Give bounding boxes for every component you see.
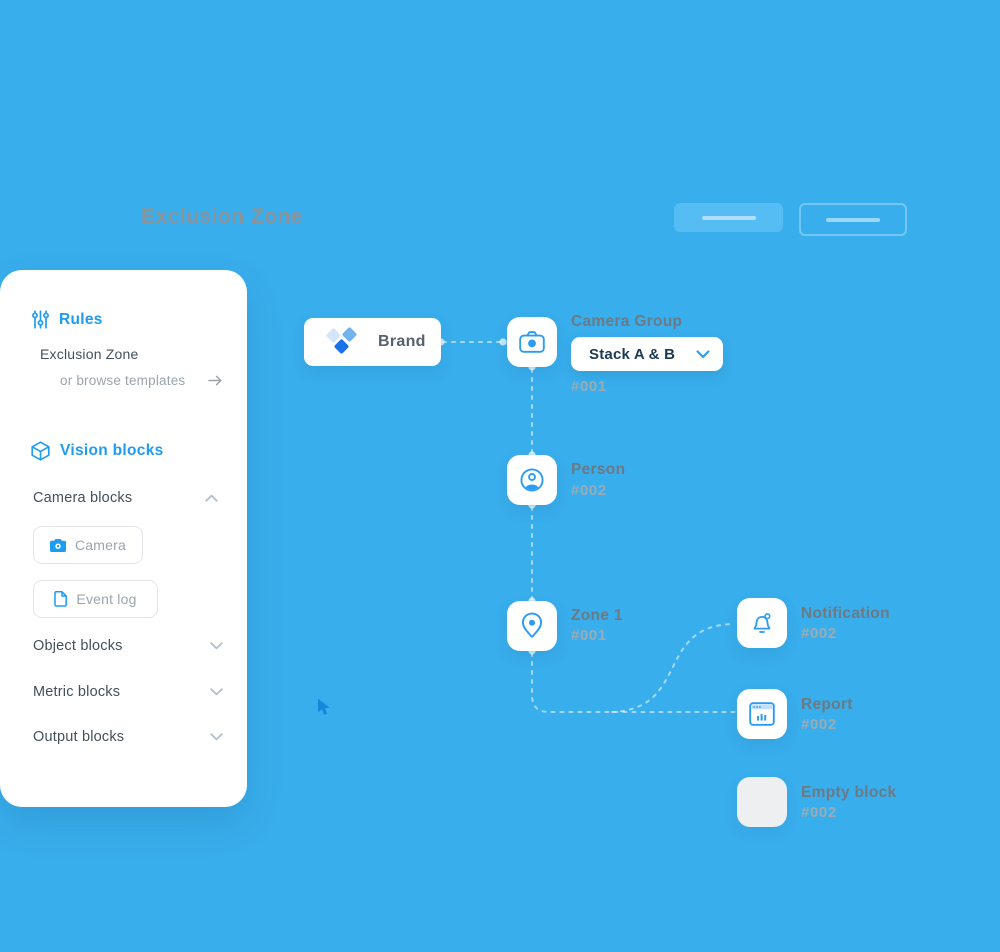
map-pin-icon bbox=[521, 612, 543, 638]
chevron-down-icon[interactable] bbox=[210, 642, 223, 650]
current-rule-name: Exclusion Zone bbox=[40, 346, 139, 362]
chevron-down-icon[interactable] bbox=[210, 733, 223, 741]
rules-label: Rules bbox=[59, 310, 103, 328]
camera-group-select[interactable]: Stack A & B bbox=[571, 337, 723, 371]
node-title-empty: Empty block bbox=[801, 784, 897, 801]
node-tag-person: #002 bbox=[571, 482, 607, 499]
report-chart-icon bbox=[749, 702, 775, 726]
vision-blocks-header: Vision blocks bbox=[31, 441, 164, 461]
header-primary-button[interactable] bbox=[674, 203, 783, 232]
mouse-cursor-icon bbox=[318, 698, 330, 715]
section-metric-blocks[interactable]: Metric blocks bbox=[33, 684, 223, 700]
section-label: Output blocks bbox=[33, 729, 125, 745]
vision-blocks-label: Vision blocks bbox=[60, 442, 164, 459]
chevron-down-icon[interactable] bbox=[210, 688, 223, 696]
camera-icon bbox=[50, 538, 66, 552]
node-tag-report: #002 bbox=[801, 716, 837, 733]
section-label: Camera blocks bbox=[33, 490, 133, 506]
section-camera-blocks[interactable]: Camera blocks bbox=[33, 490, 218, 506]
file-icon bbox=[54, 591, 68, 607]
node-empty-block[interactable] bbox=[737, 777, 787, 827]
page-title: Exclusion Zone bbox=[141, 205, 304, 228]
node-report[interactable] bbox=[737, 689, 787, 739]
node-tag-empty: #002 bbox=[801, 804, 837, 821]
camera-group-selected-value: Stack A & B bbox=[589, 345, 676, 363]
connector-dot bbox=[499, 338, 507, 346]
arrow-right-icon bbox=[208, 375, 222, 386]
brand-logo-icon bbox=[324, 326, 364, 358]
brand-block[interactable]: Brand bbox=[304, 318, 441, 366]
camera-block-label: Camera bbox=[75, 537, 126, 553]
node-camera-group[interactable] bbox=[507, 317, 557, 367]
section-output-blocks[interactable]: Output blocks bbox=[33, 729, 223, 745]
connector-zone-notification bbox=[611, 623, 734, 713]
chevron-down-icon bbox=[696, 349, 710, 358]
brand-label: Brand bbox=[378, 333, 426, 350]
sliders-icon bbox=[32, 310, 49, 329]
browse-templates-label: or browse templates bbox=[60, 373, 186, 388]
section-label: Object blocks bbox=[33, 638, 123, 654]
person-icon bbox=[520, 468, 544, 492]
node-title-camera-group: Camera Group bbox=[571, 313, 683, 330]
camera-block-button[interactable]: Camera bbox=[33, 526, 143, 564]
section-label: Metric blocks bbox=[33, 684, 121, 700]
node-person[interactable] bbox=[507, 455, 557, 505]
node-tag-camera-group: #001 bbox=[571, 378, 607, 395]
button-skeleton-line bbox=[826, 217, 880, 222]
sidebar: Rules Exclusion Zone or browse templates… bbox=[0, 270, 247, 807]
button-skeleton-line bbox=[701, 215, 756, 220]
node-notification[interactable] bbox=[737, 598, 787, 648]
browse-templates-link[interactable]: or browse templates bbox=[60, 373, 222, 388]
event-log-block-label: Event log bbox=[76, 591, 137, 607]
camera-outline-icon bbox=[519, 331, 545, 353]
node-title-notification: Notification bbox=[801, 605, 890, 622]
bell-icon bbox=[753, 613, 771, 633]
section-object-blocks[interactable]: Object blocks bbox=[33, 638, 223, 654]
event-log-block-button[interactable]: Event log bbox=[33, 580, 158, 618]
connector-zone-report bbox=[531, 652, 736, 713]
node-title-zone: Zone 1 bbox=[571, 607, 623, 624]
header-secondary-button[interactable] bbox=[799, 203, 907, 236]
node-tag-notification: #002 bbox=[801, 625, 837, 642]
rules-header: Rules bbox=[32, 310, 103, 329]
node-title-person: Person bbox=[571, 461, 626, 478]
node-zone[interactable] bbox=[507, 601, 557, 651]
node-title-report: Report bbox=[801, 696, 853, 713]
node-tag-zone: #001 bbox=[571, 627, 607, 644]
chevron-up-icon[interactable] bbox=[205, 494, 218, 502]
cube-icon bbox=[31, 441, 50, 461]
